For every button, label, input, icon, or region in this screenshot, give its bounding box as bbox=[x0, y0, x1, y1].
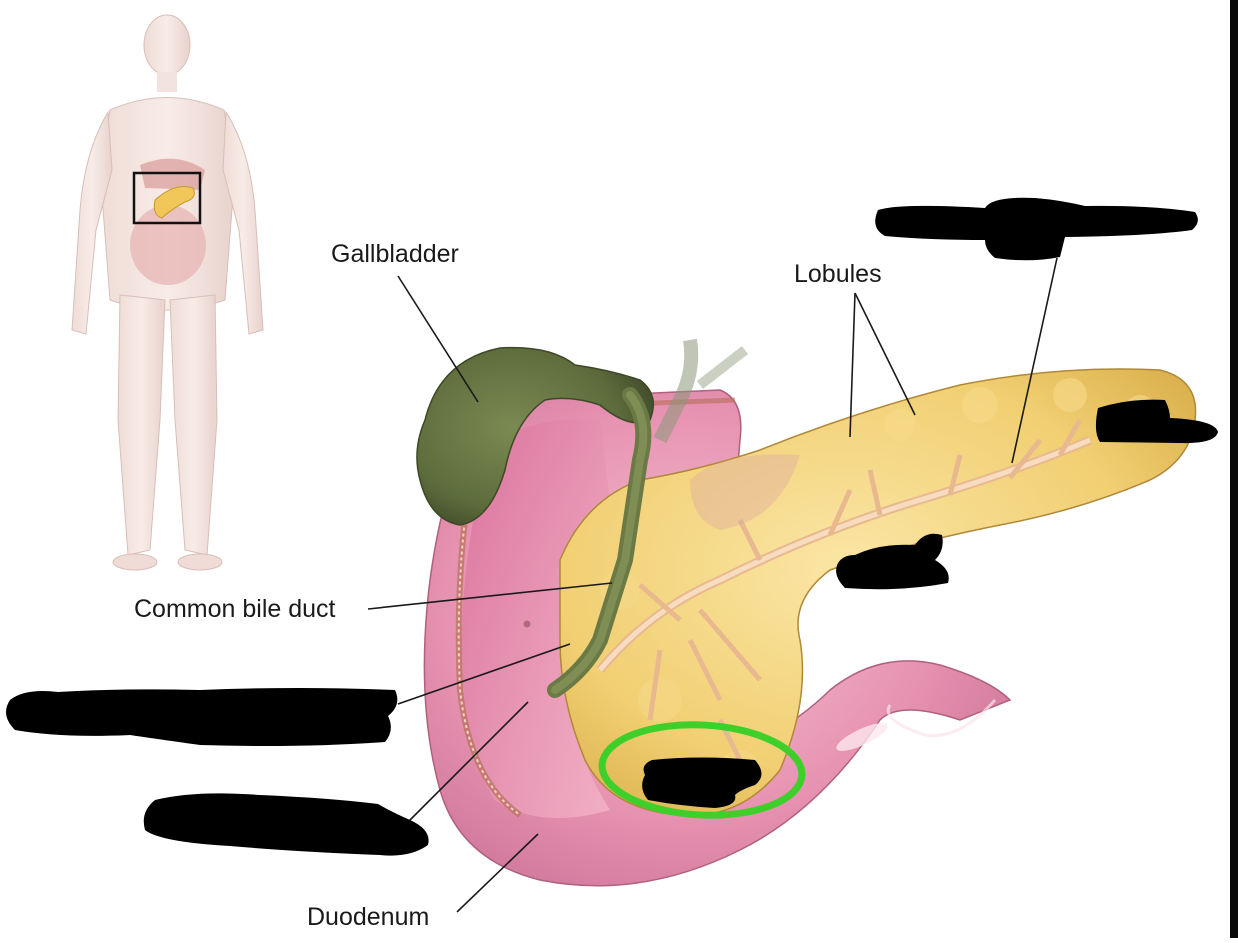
redaction-bottom-left-label bbox=[144, 793, 429, 855]
label-duodenum: Duodenum bbox=[307, 905, 429, 930]
right-edge-border bbox=[1230, 0, 1238, 938]
redaction-tail-label bbox=[1096, 400, 1218, 443]
label-gallbladder: Gallbladder bbox=[331, 242, 459, 267]
human-body-locator bbox=[72, 15, 263, 570]
redaction-left-label bbox=[6, 688, 397, 746]
label-lobules: Lobules bbox=[794, 262, 882, 287]
redaction-top-right bbox=[875, 198, 1198, 261]
label-common-bile-duct: Common bile duct bbox=[134, 597, 335, 622]
